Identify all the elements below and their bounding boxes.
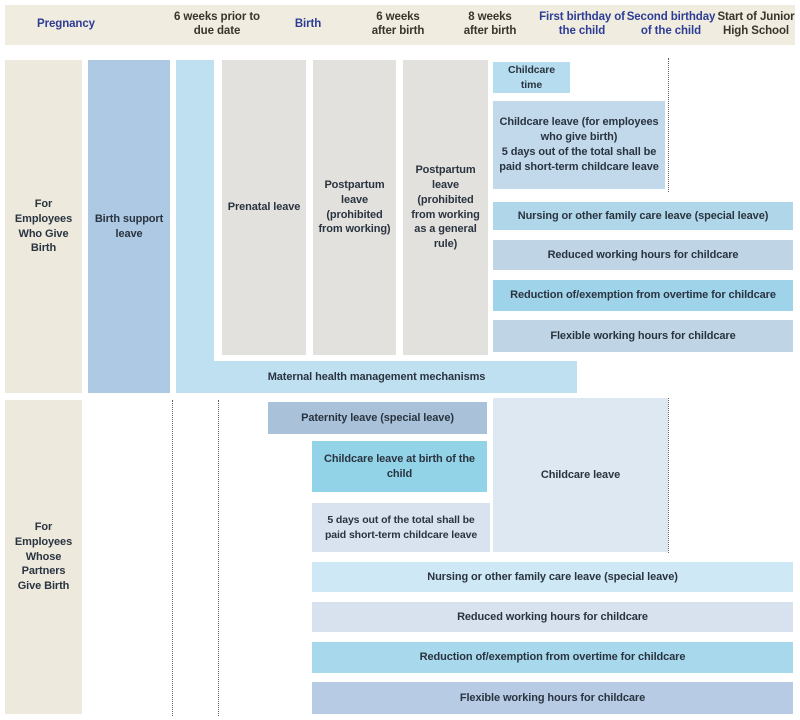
bar-childcare-leave-give-birth: Childcare leave (for employees who give … <box>493 101 665 189</box>
milestone-pregnancy: Pregnancy <box>37 18 95 31</box>
milestone-6w-after: 6 weeks after birth <box>371 11 425 37</box>
bar-five-days-paid-note: 5 days out of the total shall be paid sh… <box>312 503 490 552</box>
bar-overtime-exemption-top: Reduction of/exemption from overtime for… <box>493 280 793 311</box>
bar-childcare-leave-partner: Childcare leave <box>493 398 668 552</box>
timeline-divider-6w-prior-bottom <box>172 400 173 716</box>
bar-maternal-health-stem <box>176 60 214 393</box>
bar-childcare-leave-at-birth: Childcare leave at birth of the child <box>312 441 487 492</box>
bar-prenatal-leave: Prenatal leave <box>222 60 306 355</box>
timeline-divider-second-birthday-top <box>668 58 669 192</box>
bar-childcare-time: Childcare time <box>493 62 570 93</box>
childcare-leave-note: 5 days out of the total shall be paid sh… <box>499 146 659 173</box>
timeline-header <box>5 5 795 45</box>
row-label-partners-give-birth: For Employees Whose Partners Give Birth <box>5 400 82 714</box>
milestone-second-birthday: Second birthday of the child <box>626 11 716 37</box>
bar-flexible-hours-top: Flexible working hours for childcare <box>493 320 793 352</box>
bar-overtime-exemption-bottom: Reduction of/exemption from overtime for… <box>312 642 793 673</box>
milestone-6w-prior: 6 weeks prior to due date <box>174 11 260 37</box>
row-label-give-birth: For Employees Who Give Birth <box>5 60 82 393</box>
bar-birth-support-leave: Birth support leave <box>88 60 170 393</box>
bar-postpartum-leave-general: Postpartum leave (prohibited from workin… <box>403 60 488 355</box>
milestone-8w-after: 8 weeks after birth <box>463 11 517 37</box>
bar-reduced-hours-top: Reduced working hours for childcare <box>493 240 793 270</box>
bar-paternity-leave: Paternity leave (special leave) <box>268 402 487 434</box>
milestone-junior-high: Start of Junior High School <box>717 11 795 37</box>
childcare-leave-title: Childcare leave (for employees who give … <box>499 116 659 144</box>
bar-nursing-leave-bottom: Nursing or other family care leave (spec… <box>312 562 793 592</box>
bar-reduced-hours-bottom: Reduced working hours for childcare <box>312 602 793 632</box>
bar-nursing-leave-top: Nursing or other family care leave (spec… <box>493 202 793 230</box>
timeline-divider-birth-bottom <box>218 400 219 716</box>
milestone-first-birthday: First birthday of the child <box>539 11 625 37</box>
timeline-divider-second-birthday-bottom <box>668 398 669 553</box>
milestone-birth: Birth <box>294 18 322 31</box>
bar-maternal-health-mechanisms: Maternal health management mechanisms <box>176 361 577 393</box>
bar-flexible-hours-bottom: Flexible working hours for childcare <box>312 682 793 714</box>
bar-postpartum-leave-working: Postpartum leave (prohibited from workin… <box>313 60 396 355</box>
